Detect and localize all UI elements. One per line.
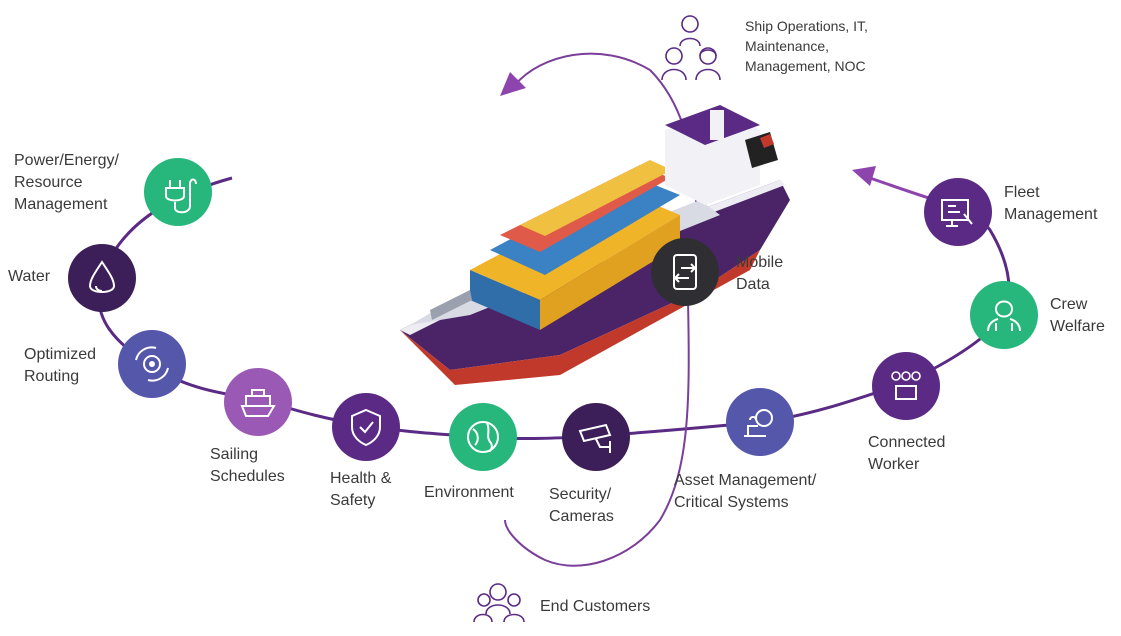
- power-plug-icon: [165, 178, 197, 214]
- node-circle-sailing: [224, 368, 292, 436]
- customers-icon: [473, 583, 525, 623]
- container-ship: [400, 105, 790, 385]
- mobile-data-icon: [673, 254, 697, 290]
- label-sailing: Sailing Schedules: [210, 446, 285, 485]
- label-crew: Crew Welfare: [1050, 296, 1105, 335]
- node-health: [332, 393, 400, 461]
- ship-icon: [240, 389, 276, 417]
- top-arrow-head: [500, 72, 526, 96]
- label-environment: Environment: [424, 484, 514, 501]
- label-routing: Optimized Routing: [24, 346, 97, 385]
- label-health: Health & Safety: [330, 470, 392, 509]
- label-water: Water: [8, 268, 51, 285]
- node-circle-water: [68, 244, 136, 312]
- node-circle-environment: [449, 403, 517, 471]
- security-camera-icon: [578, 423, 612, 453]
- fleet-arrow-head: [852, 166, 876, 186]
- water-drop-icon: [88, 260, 116, 293]
- label-ship-operations: Ship Operations, IT, Maintenance, Manage…: [745, 18, 868, 74]
- node-circle-health: [332, 393, 400, 461]
- node-crew: [970, 281, 1038, 349]
- node-security: [562, 403, 630, 471]
- node-circle-mobile: [651, 238, 719, 306]
- fleet-arrow-curve: [869, 176, 936, 202]
- label-end-customers: End Customers: [540, 598, 651, 615]
- label-security: Security/ Cameras: [549, 486, 614, 525]
- node-circle-security: [562, 403, 630, 471]
- gear-cycle-icon: [135, 346, 169, 382]
- connected-worker-icon: [891, 371, 921, 400]
- node-circle-crew: [970, 281, 1038, 349]
- shield-check-icon: [351, 408, 381, 447]
- label-worker: Connected Worker: [868, 434, 946, 473]
- node-worker: [872, 352, 940, 420]
- label-mobile: Mobile Data: [736, 254, 784, 293]
- operations-team-icon: [661, 15, 721, 81]
- label-asset: Asset Management/ Critical Systems: [674, 472, 817, 511]
- node-routing: [118, 330, 186, 398]
- label-power: Power/Energy/ Resource Management: [14, 152, 119, 213]
- crew-people-icon: [987, 300, 1021, 332]
- nodes-layer: [68, 158, 1038, 471]
- node-power: [144, 158, 212, 226]
- node-circle-asset: [726, 388, 794, 456]
- node-mobile: [651, 238, 719, 306]
- node-fleet: [924, 178, 992, 246]
- node-environment: [449, 403, 517, 471]
- fleet-monitor-icon: [941, 199, 973, 227]
- label-fleet: Fleet Management: [1004, 184, 1098, 223]
- node-water: [68, 244, 136, 312]
- node-asset: [726, 388, 794, 456]
- asset-gear-icon: [744, 409, 773, 437]
- node-sailing: [224, 368, 292, 436]
- globe-leaf-icon: [467, 421, 499, 453]
- node-circle-power: [144, 158, 212, 226]
